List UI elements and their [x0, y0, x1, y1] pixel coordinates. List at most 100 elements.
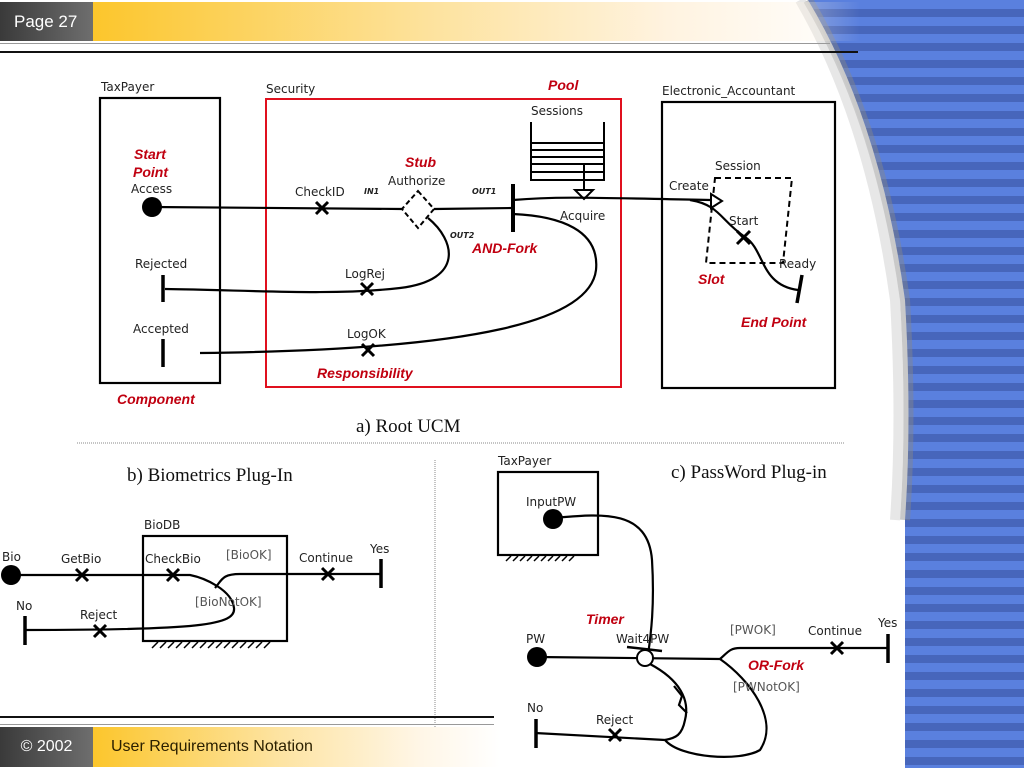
biodb-hatching: [151, 641, 271, 649]
responsibility-bio-reject-icon: [92, 623, 108, 639]
electronic-accountant-component: [660, 100, 837, 390]
path-bio: [11, 573, 236, 632]
path-biook: [214, 572, 380, 589]
create-arrow-icon: [710, 192, 724, 210]
checkid-label: CheckID: [295, 185, 345, 199]
footer-divider-thin: [0, 724, 494, 725]
pw-yes-label: Yes: [877, 616, 897, 630]
responsibility-checkid-icon: [314, 200, 330, 216]
session-slot-label: Session: [715, 159, 761, 173]
pwnotok-label: [PWNotOK]: [733, 680, 800, 694]
pw-taxpayer-hatching: [505, 555, 575, 562]
biook-label: [BioOK]: [226, 548, 272, 562]
out1-label: OUT1: [472, 187, 496, 196]
path-fork-to-create: [512, 196, 711, 202]
bio-reject-label: Reject: [80, 608, 117, 622]
responsibility-annotation: Responsibility: [317, 365, 414, 381]
responsibility-checkbio-icon: [165, 567, 181, 583]
and-fork-annotation: AND-Fork: [471, 240, 539, 256]
inputpw-start-point-icon: [543, 509, 563, 529]
timer-annotation: Timer: [586, 611, 625, 627]
taxpayer-component-label: TaxPayer: [100, 80, 154, 94]
logok-label: LogOK: [347, 327, 387, 341]
header-gradient: [93, 2, 860, 41]
accepted-label: Accepted: [133, 322, 189, 336]
responsibility-pw-continue-icon: [829, 640, 845, 656]
path-timeout: [649, 663, 688, 742]
path-stub-out1: [433, 206, 513, 211]
stub-annotation: Stub: [405, 154, 437, 170]
component-annotation: Component: [117, 391, 196, 407]
start-label: Start: [729, 214, 759, 228]
ready-end-point-icon: [795, 274, 804, 304]
header-bar: Page 27: [0, 2, 860, 41]
responsibility-bio-continue-icon: [320, 566, 336, 582]
root-ucm-caption: a) Root UCM: [356, 416, 461, 437]
session-slot: [704, 177, 794, 264]
footer-title: User Requirements Notation: [93, 727, 500, 767]
security-component-label: Security: [266, 82, 315, 96]
timer-icon: [636, 649, 654, 667]
ready-label: Ready: [779, 257, 816, 271]
access-label: Access: [131, 182, 172, 196]
footer-copyright: © 2002: [0, 727, 93, 767]
security-component: [265, 98, 622, 388]
bio-yes-label: Yes: [369, 542, 389, 556]
pw-label: PW: [526, 632, 545, 646]
timer-bar: [626, 645, 663, 653]
slot-annotation: Slot: [698, 271, 726, 287]
sessions-pool-icon: [530, 122, 605, 201]
sessions-pool-label: Sessions: [531, 104, 583, 118]
wait4pw-label: Wait4PW: [616, 632, 669, 646]
pw-taxpayer-label: TaxPayer: [497, 454, 551, 468]
out2-label: OUT2: [450, 231, 475, 240]
responsibility-logrej-icon: [359, 281, 375, 297]
acquire-label: Acquire: [560, 209, 605, 223]
header-divider-thin: [0, 43, 830, 44]
path-access-to-stub: [151, 205, 403, 211]
biodb-component: [141, 534, 289, 643]
pool-annotation: Pool: [548, 77, 579, 93]
getbio-label: GetBio: [61, 552, 101, 566]
end-point-annotation: End Point: [741, 314, 808, 330]
responsibility-logok-icon: [360, 342, 376, 358]
path-pwnotok: [534, 658, 768, 758]
create-label: Create: [669, 179, 709, 193]
in1-label: IN1: [364, 187, 379, 196]
start-point-annotation-1: Start: [134, 146, 167, 162]
start-point-annotation-2: Point: [133, 164, 169, 180]
page-number: Page 27: [0, 2, 93, 41]
pwok-label: [PWOK]: [730, 623, 776, 637]
checkbio-label: CheckBio: [145, 552, 201, 566]
bio-no-label: No: [16, 599, 32, 613]
rejected-label: Rejected: [135, 257, 187, 271]
pw-reject-label: Reject: [596, 713, 633, 727]
path-fork-to-accepted: [199, 212, 598, 355]
biodb-label: BioDB: [144, 518, 180, 532]
footer-bar: © 2002 User Requirements Notation: [0, 727, 500, 767]
pw-no-label: No: [527, 701, 543, 715]
path-pw-to-orfork: [536, 655, 721, 661]
footer-divider: [0, 716, 494, 718]
pw-taxpayer-component: [496, 470, 600, 557]
path-inputpw-to-timer: [552, 514, 655, 656]
path-out2-to-rejected: [164, 217, 450, 294]
header-divider: [0, 51, 858, 53]
electronic-accountant-label: Electronic_Accountant: [662, 84, 796, 98]
responsibility-getbio-icon: [74, 567, 90, 583]
path-pwok: [719, 646, 888, 660]
password-caption: c) PassWord Plug-in: [671, 462, 827, 483]
biometrics-caption: b) Biometrics Plug-In: [127, 465, 293, 486]
inputpw-label: InputPW: [526, 495, 576, 509]
bio-continue-label: Continue: [299, 551, 353, 565]
pw-continue-label: Continue: [808, 624, 862, 638]
timeout-zigzag-icon: [673, 685, 688, 714]
bio-label: Bio: [2, 550, 21, 564]
taxpayer-component: [98, 96, 222, 385]
or-fork-annotation: OR-Fork: [748, 657, 805, 673]
responsibility-pw-reject-icon: [607, 727, 623, 743]
bionotok-label: [BioNotOK]: [195, 595, 262, 609]
authorize-label: Authorize: [388, 174, 445, 188]
logrej-label: LogRej: [345, 267, 385, 281]
